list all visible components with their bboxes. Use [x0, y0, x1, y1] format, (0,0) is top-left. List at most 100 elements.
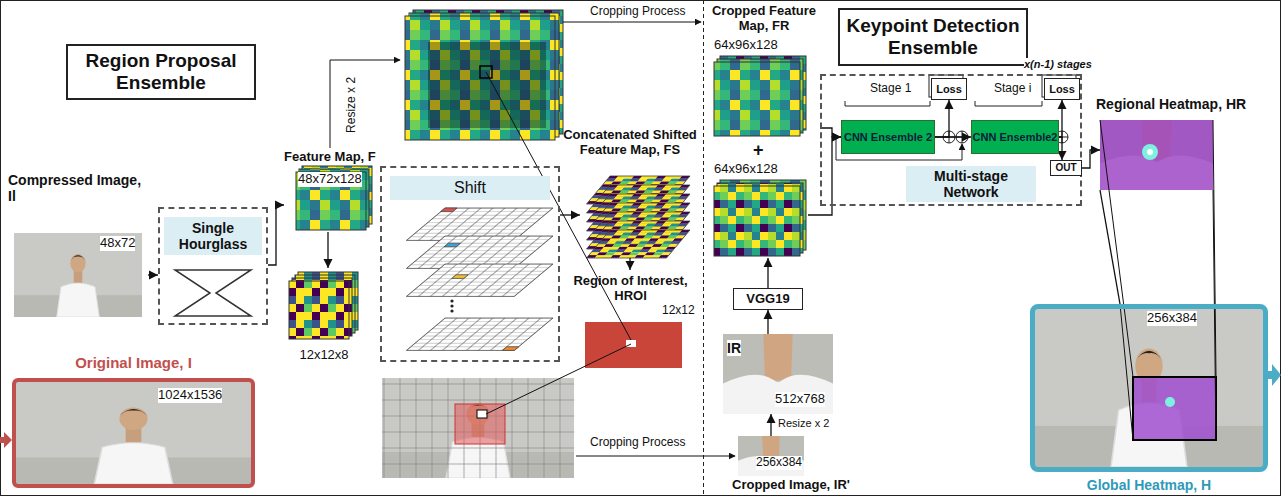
leader-line-part [1213, 120, 1216, 377]
output-box: OUT [1050, 160, 1081, 176]
flow-arrow-part [1272, 364, 1281, 386]
shift-grids-part-part [452, 275, 468, 279]
frame-part [703, 0, 704, 496]
node-text: CNN Ensemble 2 [844, 131, 932, 144]
shift-grids-part-part [406, 264, 553, 296]
photo [14, 120, 1263, 484]
loss-box: Loss [931, 78, 967, 100]
photo-part [1100, 120, 1213, 190]
photo-part [455, 404, 505, 444]
leader-line-part [1100, 120, 1133, 377]
node-text: 512x768 [775, 392, 825, 407]
shift-grids-part-part [406, 236, 553, 268]
node-text: Cropped Feature Map, FR [708, 4, 820, 34]
node-text: 12x12 [662, 304, 695, 318]
node-text: Multi-stage Network [906, 166, 1036, 202]
feature-map [289, 10, 806, 339]
photo-part [16, 382, 251, 484]
photo-part [1035, 309, 1263, 467]
photo-part [1142, 144, 1158, 160]
connector [808, 137, 841, 215]
feature-map-part [405, 16, 555, 140]
connector [148, 274, 158, 275]
loss-box: Loss [1044, 78, 1080, 100]
shift-grids-part [406, 264, 553, 296]
connector [767, 310, 768, 334]
connector [629, 258, 630, 270]
node-text: IR [727, 340, 741, 356]
feature-map: Feature Map, F 48x72x128 [284, 150, 380, 232]
connector [1082, 150, 1101, 168]
connector [560, 214, 580, 215]
multistage-details-part [975, 101, 1042, 106]
photo-part [1165, 397, 1175, 407]
feature-map: Cropped Feature Map, FR64x96x128 [708, 4, 820, 140]
heatmap: Regional Heatmap, HR [1100, 120, 1213, 190]
concatenated-stack-part [587, 230, 690, 258]
node-text: Shift [390, 176, 550, 200]
feature-map-part [296, 172, 366, 230]
node-text: Single Hourglass [164, 217, 262, 255]
feature-map: 64x96x128 [708, 162, 808, 258]
cnn-box: CNN Ensemble2 [971, 120, 1059, 154]
concatenated-stack-part-part [587, 230, 690, 258]
node-text: Concatenated Shifted Feature Map, FS [558, 128, 702, 158]
network-block: Multi-stage Network CNN Ensemble 2 LossCNN… [820, 74, 1082, 206]
connector [820, 128, 841, 137]
node-text: Regional Heatmap, HR [1096, 96, 1276, 112]
node-text: 256x384 [756, 456, 802, 470]
photo-part [1147, 149, 1153, 155]
shift-grids-part-part [444, 243, 460, 247]
image-input: Original Image, I1024x1536 [12, 378, 255, 488]
node-text: Loss [936, 83, 962, 96]
heatmap: 256x384Global Heatmap, H [1030, 304, 1268, 472]
node-text: OUT [1055, 162, 1076, 174]
photo-part [723, 334, 833, 414]
shift-grids-part [406, 208, 553, 240]
image-input: Compressed Image, Il48x72 [8, 172, 148, 318]
annotation-label: Cropping Process [590, 5, 685, 19]
hourglass-symbol [175, 270, 251, 316]
shift-grids-part [450, 299, 453, 302]
node-text: Feature Map, F [284, 150, 380, 165]
annotation-label: Stage i [994, 82, 1031, 96]
connector [1100, 190, 1120, 304]
node-text: 1024x1536 [158, 388, 222, 403]
annotation-label: Cropping Process [590, 436, 685, 450]
process-box: VGG19 [733, 288, 803, 310]
node-text: Cropped Image, IR' [732, 478, 882, 493]
photo-part [14, 233, 142, 317]
annotation-label: + [753, 140, 764, 161]
node-text: 256x384 [1147, 311, 1197, 326]
leader-line-part [576, 456, 735, 457]
feature-map-part [714, 62, 800, 136]
node-text: Compressed Image, Il [8, 172, 148, 204]
shift-grids-part [406, 318, 553, 350]
concatenated-stack [587, 176, 690, 258]
image-crop: 256x384Cropped Image, IR' [738, 436, 804, 476]
node-text: VGG19 [746, 292, 789, 307]
node-text: Global Heatmap, H [1030, 477, 1268, 493]
connector [1059, 100, 1062, 137]
annotation-label: Resize x 2 [345, 77, 359, 133]
connector [770, 414, 771, 436]
photo-part [382, 378, 574, 478]
node-text: 48x72x128 [298, 172, 362, 187]
shift-grids-part [406, 236, 553, 268]
node-text: CNN Ensemble2 [973, 131, 1058, 144]
shift-grids-part-part [502, 347, 518, 351]
photo-part [477, 410, 487, 418]
node-text: Region of Interest, HROI [558, 274, 703, 304]
section-header: Keypoint Detection Ensemble [838, 8, 1028, 66]
connector [935, 100, 949, 137]
shift-grids [406, 208, 553, 350]
leader-line-part [563, 22, 701, 23]
shift-block: Shift [380, 166, 560, 362]
edge-label: Resize x 2 [778, 417, 829, 430]
connector [327, 232, 328, 268]
node-text: Keypoint Detection Ensemble [840, 15, 1026, 59]
annotation-label: Stage 1 [870, 82, 911, 96]
photo-part [1100, 120, 1213, 190]
